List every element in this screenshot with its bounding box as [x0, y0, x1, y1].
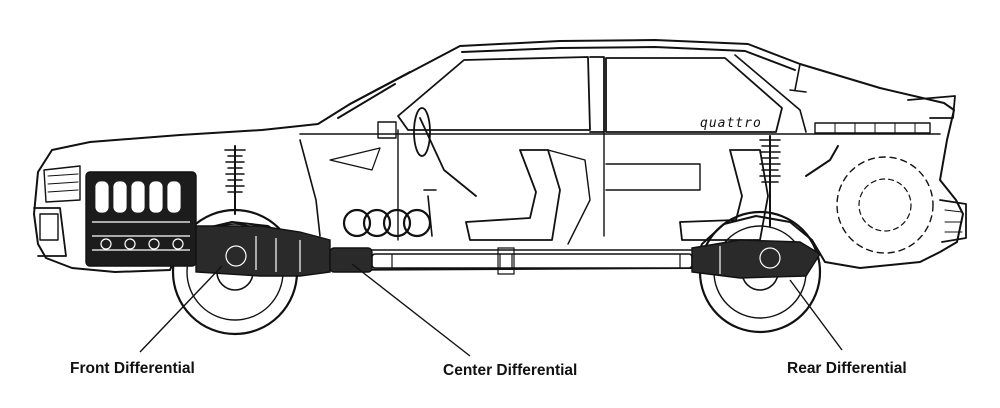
- rear-bumper: [939, 199, 967, 243]
- front-strut: [224, 145, 246, 215]
- front-diff-leader: [139, 265, 223, 353]
- gearbox-housing: [195, 225, 331, 277]
- roof-trim-line: [461, 46, 796, 71]
- rear-light-strip: [814, 122, 931, 134]
- gear-lever: [423, 189, 437, 237]
- rear-window: [605, 57, 783, 133]
- center-diff-housing: [329, 247, 373, 273]
- engine-cylinders: [95, 181, 181, 213]
- center-differential-label: Center Differential: [443, 362, 578, 379]
- front-seat: [465, 149, 561, 241]
- rear-quarter-line: [734, 54, 807, 133]
- exhaust-pipe: [805, 145, 839, 177]
- prop-shaft: [371, 253, 693, 269]
- center-diff-leader: [351, 263, 471, 357]
- front-differential-label: Front Differential: [70, 360, 195, 377]
- steering-wheel: [413, 107, 431, 157]
- front-bumper: [33, 207, 67, 257]
- steering-column: [419, 117, 477, 197]
- rear-seat: [679, 149, 769, 241]
- spare-wheel: [836, 156, 934, 254]
- callout-lines: [139, 263, 843, 357]
- door-side-strip: [605, 163, 701, 191]
- four-rings-logo: [342, 208, 432, 238]
- firewall: [299, 139, 321, 237]
- front-door-window: [397, 56, 591, 131]
- headlight: [39, 213, 59, 241]
- a-pillar: [337, 71, 411, 119]
- b-pillar: [589, 56, 605, 133]
- rear-strut: [759, 135, 781, 227]
- quattro-badge: quattro: [700, 116, 762, 131]
- rear-differential-label: Rear Differential: [787, 360, 907, 377]
- rear-diff-leader: [789, 279, 843, 351]
- rear-spoiler: [907, 95, 956, 119]
- front-grille: [43, 165, 81, 203]
- roof-aerial: [789, 63, 807, 93]
- rear-diff-housing: [691, 239, 821, 279]
